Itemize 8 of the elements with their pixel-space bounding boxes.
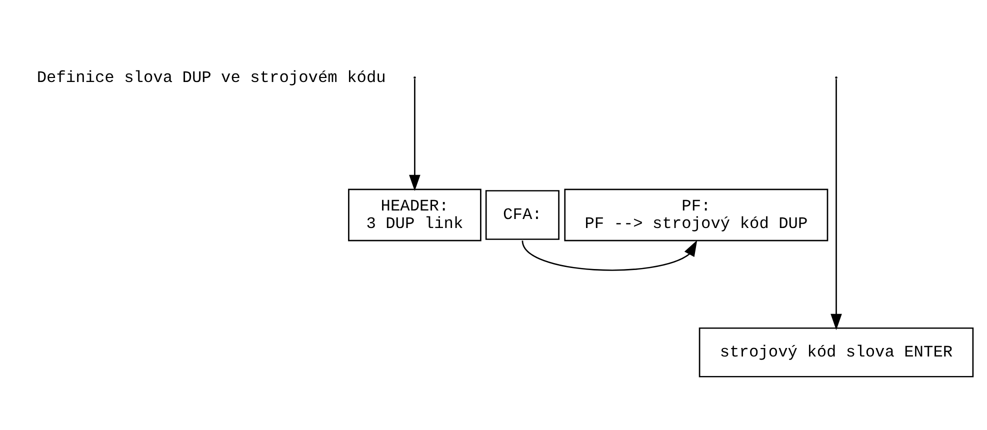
label: Definice slova DUP ve strojovém kódu — [36, 68, 386, 87]
node-box: HEADER: 3 DUP link — [348, 188, 482, 242]
node-box: strojový kód slova ENTER — [698, 327, 974, 378]
arrow — [830, 79, 842, 330]
arrow — [522, 240, 698, 271]
node-box: CFA: — [485, 190, 560, 240]
arrow — [409, 79, 420, 192]
node-box: PF: PF --> strojový kód DUP — [564, 188, 828, 242]
